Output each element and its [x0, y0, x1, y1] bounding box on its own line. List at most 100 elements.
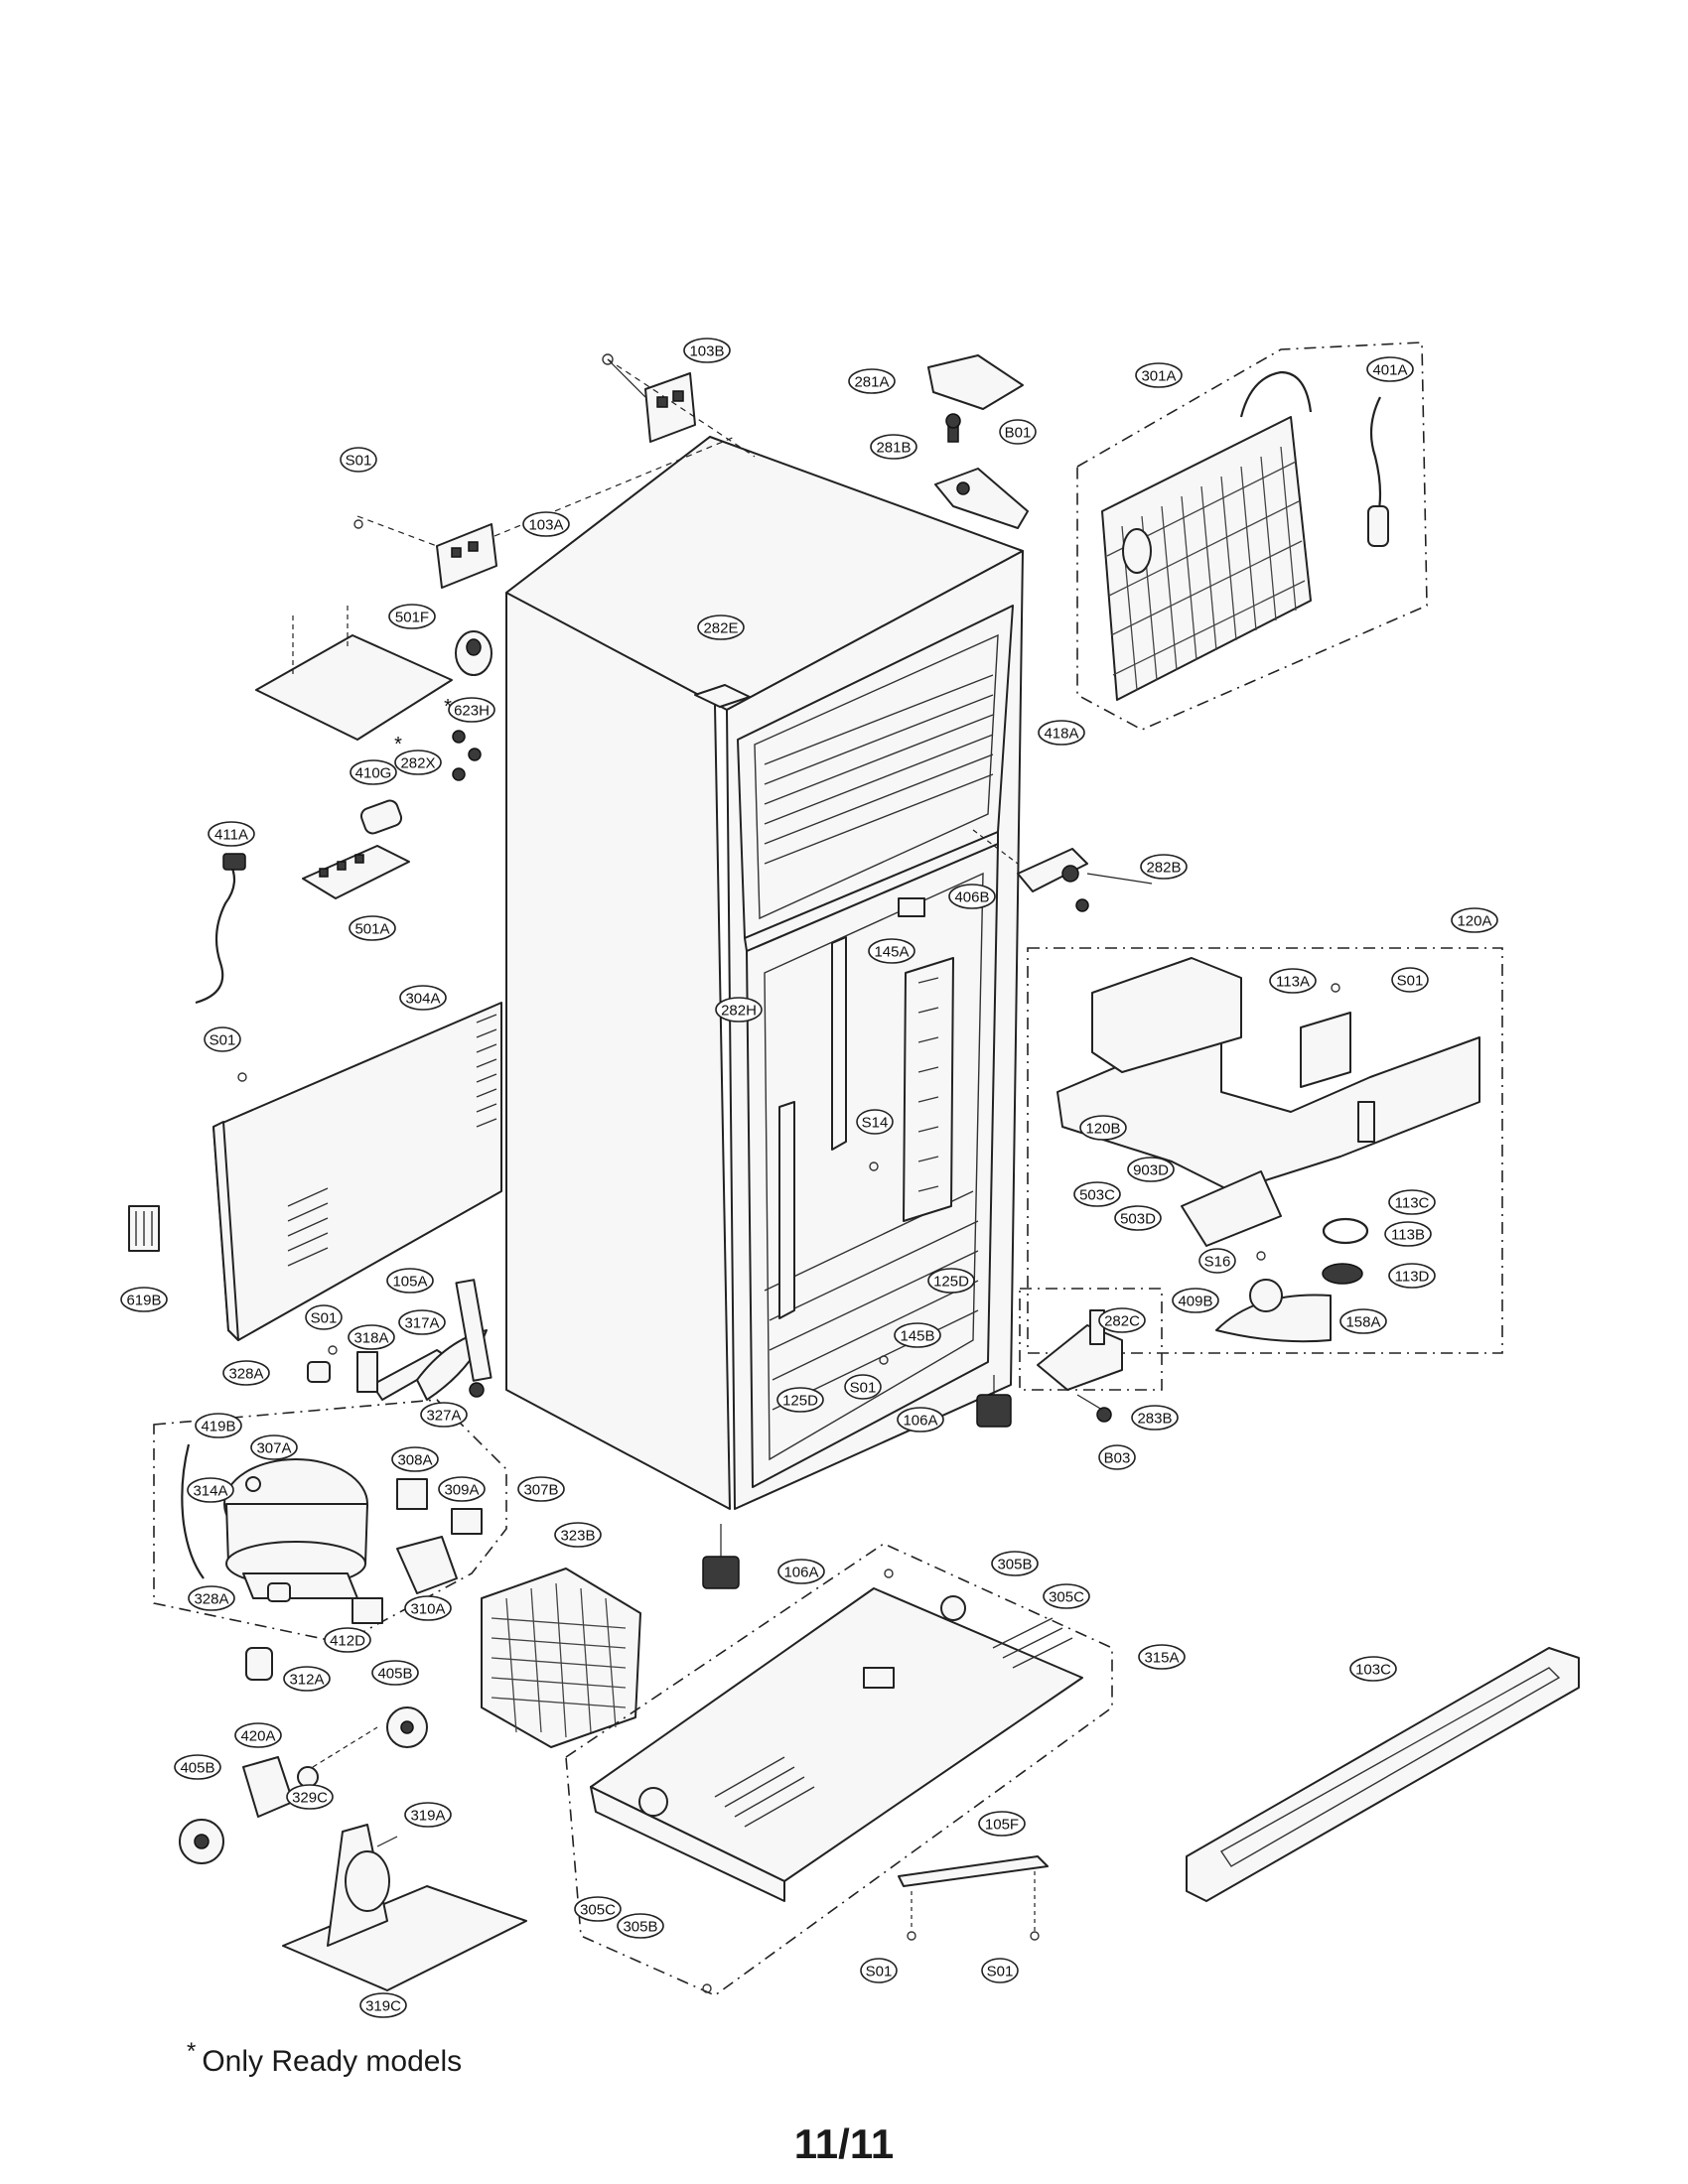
compressor-group	[153, 1279, 507, 1681]
callout-label: 319A	[410, 1808, 445, 1825]
callout-bubble	[844, 1374, 882, 1400]
callout-label: 405B	[180, 1760, 214, 1777]
callout-bubble	[1135, 362, 1183, 388]
callout-bubble	[388, 604, 436, 629]
callout-label: 282E	[703, 620, 738, 637]
callout-label: 309A	[444, 1482, 479, 1499]
callout-bubble	[776, 1387, 824, 1413]
callout-bubble	[1073, 1181, 1121, 1207]
callout-label: 113A	[1276, 974, 1310, 991]
callout-bubble	[348, 1324, 395, 1350]
callout-282H: 282H	[715, 997, 763, 1023]
callout-label: 105F	[985, 1817, 1019, 1834]
callout-409B: 409B	[1172, 1288, 1219, 1313]
callout-328A_top: 328A	[222, 1360, 270, 1386]
callout-312A: 312A	[283, 1666, 331, 1692]
callout-125D_r: 125D	[927, 1268, 975, 1294]
callout-106A_bot: 106A	[777, 1559, 825, 1584]
callout-120A: 120A	[1451, 907, 1498, 933]
callout-label: 113B	[1391, 1227, 1425, 1244]
callout-label: 317A	[404, 1315, 439, 1332]
footnote-marker: *	[187, 2038, 197, 2065]
callout-label: S01	[987, 1964, 1014, 1980]
condenser-fan-parts	[179, 1706, 527, 1991]
callout-903D: 903D	[1127, 1157, 1175, 1182]
callout-bubble	[554, 1522, 602, 1548]
callout-bubble	[1098, 1444, 1136, 1470]
lower-grille-parts	[898, 1647, 1580, 1941]
callout-bubble	[420, 1402, 468, 1428]
callout-label: 103B	[689, 343, 724, 360]
callout-bubble	[715, 997, 763, 1023]
callout-281A: 281A	[848, 368, 896, 394]
callout-bubble	[1172, 1288, 1219, 1313]
callout-401A: 401A	[1366, 356, 1414, 382]
callout-bubble	[1138, 1644, 1186, 1670]
callout-label: 501A	[354, 921, 389, 938]
callout-113C: 113C	[1388, 1189, 1436, 1215]
callout-label: 315A	[1144, 1650, 1179, 1667]
callout-label: 329C	[292, 1790, 328, 1807]
callout-105F: 105F	[978, 1811, 1026, 1837]
callout-282B: 282B	[1140, 854, 1188, 880]
callout-label: B01	[1005, 425, 1032, 442]
callout-B03: B03	[1098, 1444, 1136, 1470]
callout-bubble	[697, 614, 745, 640]
page-number: 11/11	[793, 2120, 895, 2167]
callout-bubble	[1198, 1248, 1236, 1274]
callout-label: 405B	[377, 1666, 412, 1683]
callout-bubble	[683, 338, 731, 363]
callout-158A: 158A	[1339, 1308, 1387, 1334]
callout-bubble	[174, 1754, 221, 1780]
callout-S01_top: S01	[340, 447, 377, 473]
callout-S14: S14	[856, 1109, 894, 1135]
callout-label: 282B	[1146, 860, 1181, 877]
callout-label: 420A	[240, 1728, 275, 1745]
footnote-text: Only Ready models	[202, 2045, 463, 2078]
callout-label: 419B	[201, 1419, 235, 1435]
callout-bubble	[398, 1309, 446, 1335]
callout-label: S01	[866, 1964, 893, 1980]
callout-label: 158A	[1345, 1314, 1380, 1331]
callout-bubble	[286, 1784, 334, 1810]
callout-label: S14	[862, 1115, 889, 1132]
callout-label: S01	[210, 1032, 236, 1049]
callout-319C: 319C	[359, 1992, 407, 2018]
callout-S01_bl: S01	[860, 1958, 898, 1983]
callout-bubble	[448, 697, 495, 723]
callout-label: 282X	[400, 755, 435, 772]
callout-bubble	[234, 1722, 282, 1748]
callout-113A: 113A	[1269, 968, 1317, 994]
callout-bubble	[391, 1446, 439, 1472]
callout-418A: 418A	[1038, 720, 1085, 746]
callout-503C: 503C	[1073, 1181, 1121, 1207]
callout-label: S01	[346, 453, 372, 470]
callout-bubble	[1038, 720, 1085, 746]
callout-411A: 411A	[208, 821, 255, 847]
callout-label: 308A	[397, 1452, 432, 1469]
asterisk-282X: *	[394, 734, 402, 755]
callout-bubble	[1043, 1583, 1090, 1609]
asterisk-623H: *	[444, 696, 452, 718]
callout-label: 307A	[256, 1440, 291, 1457]
callout-bubble	[868, 938, 915, 964]
callout-label: S01	[1397, 973, 1424, 990]
callout-327A: 327A	[420, 1402, 468, 1428]
callout-label: 903D	[1133, 1162, 1169, 1179]
callout-S01_mid: S01	[844, 1374, 882, 1400]
callout-label: 113D	[1395, 1269, 1430, 1286]
callout-label: S16	[1204, 1254, 1231, 1271]
callout-bubble	[1079, 1115, 1127, 1141]
top-left-parts	[195, 353, 756, 1005]
callout-label: 411A	[214, 827, 248, 844]
callout-bubble	[894, 1322, 941, 1348]
callout-label: 281B	[876, 440, 911, 457]
callout-label: 412D	[330, 1633, 365, 1650]
callout-310A: 310A	[404, 1595, 452, 1621]
callout-281B: 281B	[870, 434, 917, 460]
callout-317A: 317A	[398, 1309, 446, 1335]
callout-label: 503C	[1079, 1187, 1115, 1204]
callout-S01_left: S01	[204, 1026, 241, 1052]
callout-bubble	[991, 1551, 1039, 1576]
